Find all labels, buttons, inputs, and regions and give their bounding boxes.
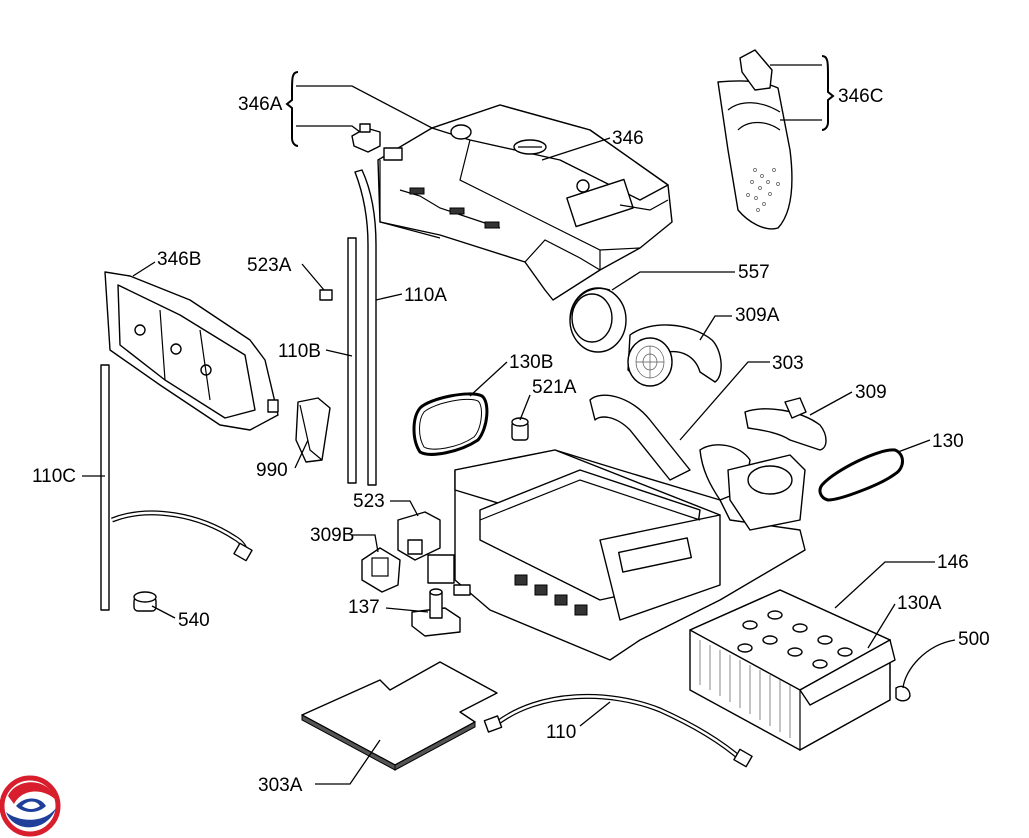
part-521a [511,417,529,441]
label-309b: 309B [310,525,354,546]
part-346c-duct [717,49,793,230]
part-500-clip [895,685,911,702]
label-309a: 309A [735,305,780,326]
label-523a: 523A [247,255,292,276]
brand-logo-icon [0,775,61,837]
part-309b [361,547,401,593]
part-110c-tube [100,364,253,611]
part-309 [744,397,827,451]
label-110a: 110A [404,285,447,306]
part-130-gasket [818,448,904,502]
label-346c: 346C [838,86,883,107]
label-137: 137 [348,597,380,618]
part-303-base [454,394,806,661]
part-990 [295,397,331,463]
part-146-filter [689,589,896,752]
part-557-ring [569,287,627,353]
label-309: 309 [855,382,887,403]
label-130: 130 [932,431,964,452]
part-523 [397,511,471,596]
part-110-hose [483,693,753,768]
label-523: 523 [353,491,385,512]
part-130b-gasket [412,392,489,456]
part-303a-board [301,661,498,771]
label-346b: 346B [157,249,201,270]
label-303a: 303A [258,775,303,796]
part-309a-fan [627,324,722,387]
part-137 [411,588,461,637]
label-146: 146 [937,552,969,573]
label-110c: 110C [32,466,76,487]
part-540-cap [133,591,157,612]
label-130b: 130B [509,352,553,373]
label-540: 540 [178,610,210,631]
callout-labels: 346A 346 346C 346B 523A 110A 110B 557 30… [32,86,990,796]
label-346a: 346A [238,94,283,115]
part-110a-tube [354,169,377,486]
label-110: 110 [546,722,576,743]
leader-lines [82,55,956,785]
label-990: 990 [256,460,288,481]
label-303: 303 [772,353,804,374]
label-130a: 130A [897,593,942,614]
part-346a-clip [351,123,403,161]
label-110b: 110B [278,341,321,362]
part-346b-frame [104,271,279,431]
part-110b-tube [347,237,357,484]
label-557: 557 [738,262,770,283]
label-500: 500 [958,629,990,650]
part-523a [319,289,333,301]
part-346-housing [377,104,673,301]
label-346: 346 [612,128,644,149]
label-521a: 521A [532,377,577,398]
